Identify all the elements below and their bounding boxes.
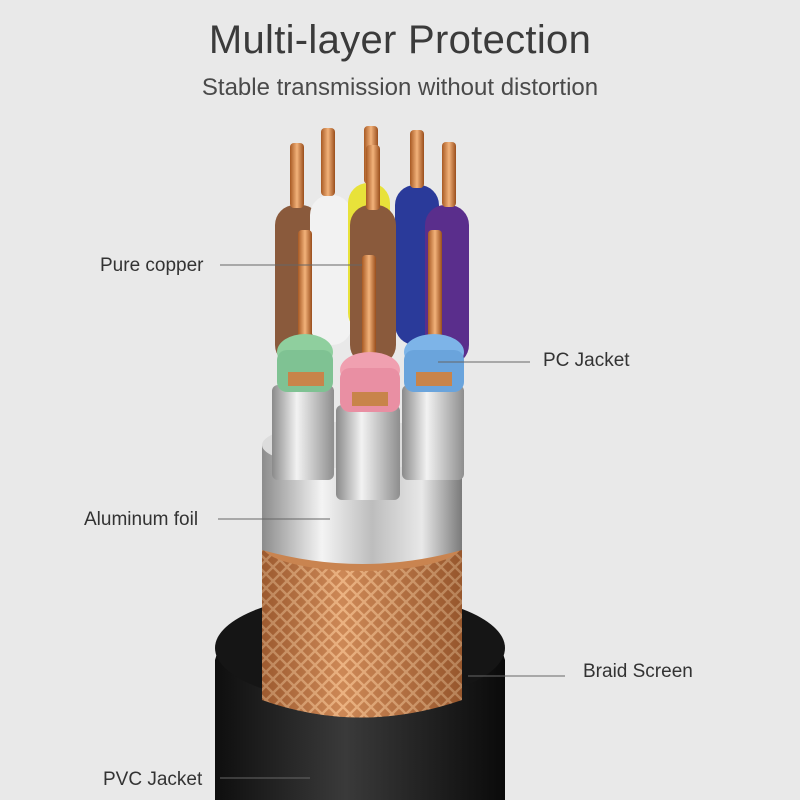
back-copper-strands <box>290 126 456 210</box>
braid-screen-label: Braid Screen <box>583 661 693 682</box>
subtitle: Stable transmission without distortion <box>201 74 599 101</box>
title: Multi-layer Protection <box>208 18 592 62</box>
inner-tubes <box>272 385 464 500</box>
pc-jacket-label: PC Jacket <box>543 350 630 371</box>
pvc-jacket-label: PVC Jacket <box>103 769 203 790</box>
pure-copper-label: Pure copper <box>100 255 204 276</box>
front-wires <box>277 230 464 412</box>
aluminum-foil-label: Aluminum foil <box>84 509 199 530</box>
